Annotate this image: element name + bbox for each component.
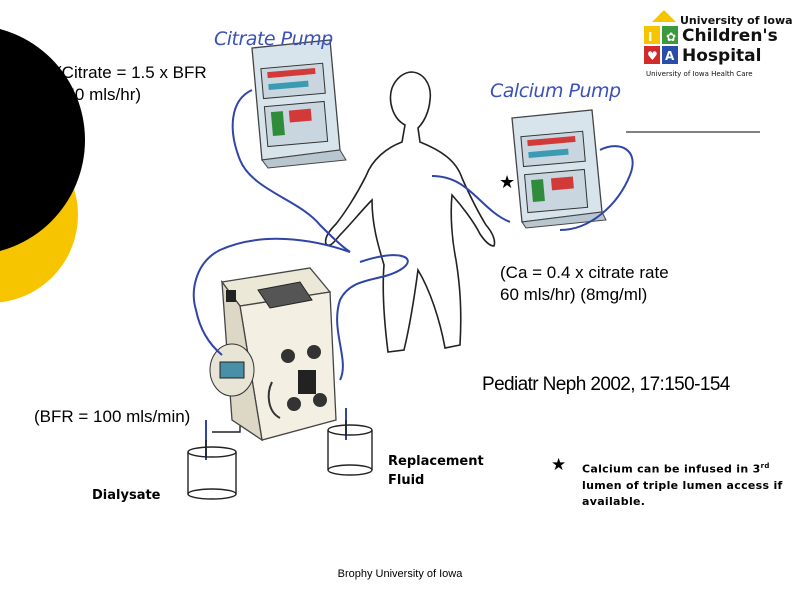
calcium-rate-line2: 60 mls/hr) (8mg/ml)	[500, 285, 648, 304]
bfr-label: (BFR = 100 mls/min)	[34, 407, 191, 426]
logo-university: University of Iowa	[680, 14, 793, 27]
star-icon-note: ★	[551, 455, 566, 475]
svg-text:♥: ♥	[647, 49, 658, 63]
note-line3: available.	[582, 494, 646, 508]
logo-hospital: Hospital	[682, 46, 762, 66]
svg-text:A: A	[665, 49, 675, 63]
calcium-pump-title: Calcium Pump	[490, 80, 621, 102]
uihc-logo-emblem: I ✿ ♥ A	[644, 10, 678, 64]
citrate-rate-line2: 150 mls/hr)	[56, 85, 142, 104]
replacement-fluid-container	[327, 420, 373, 476]
svg-text:I: I	[648, 30, 652, 44]
logo-childrens: Children's	[682, 26, 778, 46]
calcium-pump	[511, 109, 607, 229]
citrate-pump	[251, 39, 347, 169]
crrt-machine	[209, 267, 337, 442]
replacement-fluid-line2: Fluid	[388, 473, 425, 488]
logo-health-care: University of Iowa Health Care	[646, 70, 753, 78]
reference-citation: Pediatr Neph 2002, 17:150-154	[482, 374, 730, 395]
dialysate-label: Dialysate	[92, 488, 161, 503]
star-icon: ★	[499, 172, 515, 193]
replacement-fluid-line1: Replacement	[388, 454, 484, 469]
patient-figure	[324, 71, 496, 353]
footer-credit: Brophy University of Iowa	[337, 568, 463, 580]
note-line1: Calcium can be infused in 3	[582, 462, 761, 476]
note-superscript: rd	[760, 462, 770, 470]
calcium-infusion-note: Calcium can be infused in 3rd lumen of t…	[582, 458, 792, 510]
note-line2: lumen of triple lumen access if	[582, 478, 783, 492]
svg-text:✿: ✿	[666, 30, 676, 44]
black-decor-circle	[0, 28, 85, 252]
citrate-pump-title: Citrate Pump	[214, 28, 333, 50]
citrate-rate-line1: (Citrate = 1.5 x BFR	[56, 63, 207, 82]
calcium-rate-line1: (Ca = 0.4 x citrate rate	[500, 263, 669, 282]
dialysate-container	[187, 426, 241, 500]
